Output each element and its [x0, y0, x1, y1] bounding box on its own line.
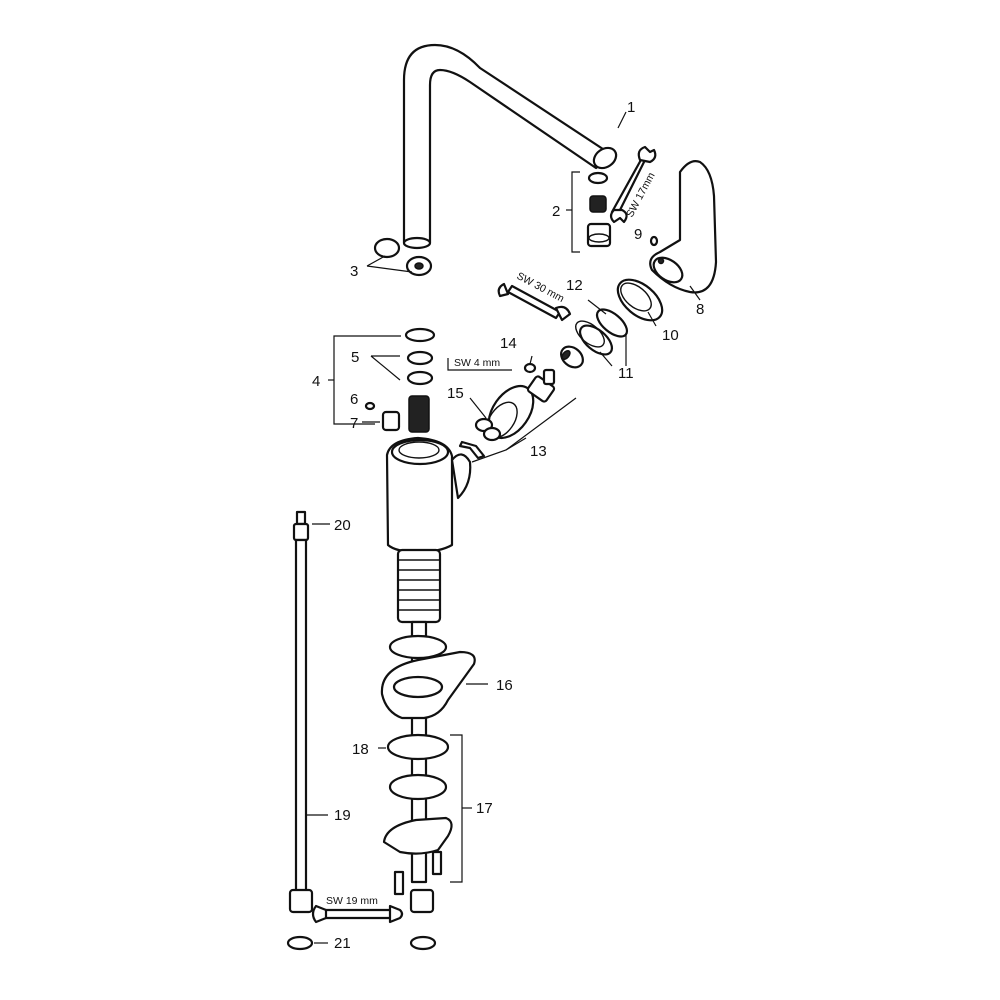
callout-8: 8	[696, 301, 704, 318]
hex-key-icon	[447, 358, 512, 371]
callout-17: 17	[476, 800, 493, 817]
callout-21: 21	[334, 935, 351, 952]
handle-lever	[649, 160, 718, 294]
tool-label-sw19: SW 19 mm	[326, 895, 378, 907]
callout-12: 12	[566, 277, 583, 294]
callout-19: 19	[334, 807, 351, 824]
callout-11: 11	[618, 365, 634, 382]
cartridge	[486, 368, 556, 440]
callout-4: 4	[312, 373, 320, 390]
callout-3: 3	[350, 263, 358, 280]
wrench-icon	[497, 282, 572, 322]
callout-13: 13	[530, 443, 547, 460]
callout-15: 15	[447, 385, 464, 402]
supply-hose	[288, 510, 435, 914]
callout-1: 1	[627, 99, 635, 116]
callout-2: 2	[552, 203, 560, 220]
wrench-icon	[311, 904, 404, 924]
callout-18: 18	[352, 741, 369, 758]
wrench-icon	[609, 145, 657, 224]
callout-14: 14	[500, 335, 517, 352]
callout-10: 10	[662, 327, 679, 344]
callout-7: 7	[350, 415, 358, 432]
aerator-insert-parts	[373, 237, 433, 277]
callout-9: 9	[634, 226, 642, 243]
tool-label-sw17: SW 17mm	[624, 170, 658, 219]
mixer-body	[385, 436, 472, 554]
tool-label-sw4: SW 4 mm	[454, 357, 500, 369]
spout	[402, 43, 618, 250]
callout-20: 20	[334, 517, 351, 534]
base-plate	[380, 650, 476, 720]
callout-16: 16	[496, 677, 513, 694]
aerator-parts	[586, 171, 612, 248]
callout-5: 5	[351, 349, 359, 366]
callout-6: 6	[350, 391, 358, 408]
